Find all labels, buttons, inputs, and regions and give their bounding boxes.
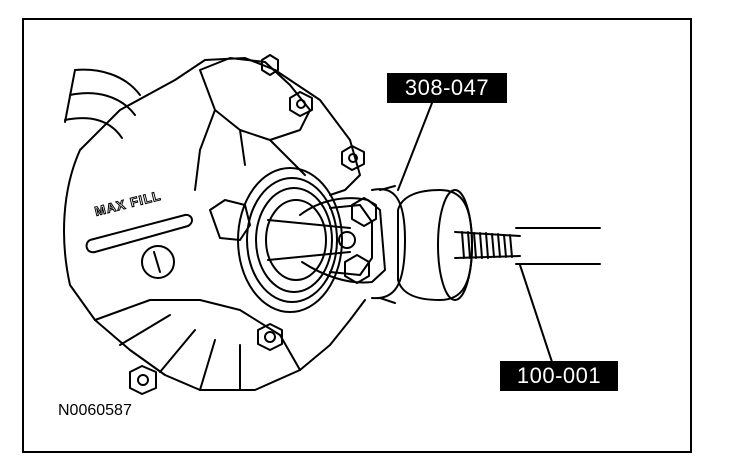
bolt-lower-2 bbox=[129, 365, 157, 395]
bolt-upper-3 bbox=[261, 54, 279, 76]
output-shaft bbox=[267, 219, 351, 261]
hammer-adapter bbox=[397, 189, 473, 301]
bolt-upper-1 bbox=[289, 91, 313, 117]
leader-hammer bbox=[519, 264, 553, 363]
callout-label-slide-hammer: 100-001 bbox=[500, 361, 618, 391]
housing-outline bbox=[63, 57, 366, 391]
figure-id: N0060587 bbox=[58, 402, 132, 419]
plug-circle bbox=[141, 245, 175, 279]
seal-bore-outer bbox=[237, 167, 343, 313]
bolt-lower-1 bbox=[257, 323, 283, 351]
callout-label-remover: 308-047 bbox=[387, 73, 507, 103]
bolt-upper-2 bbox=[341, 145, 365, 171]
rib-top bbox=[64, 68, 141, 139]
fill-level-slot bbox=[85, 213, 193, 254]
max-fill-text: MAX FILL bbox=[93, 188, 163, 219]
leader-remover bbox=[397, 102, 433, 191]
slide-hammer-tube bbox=[515, 227, 601, 265]
remover-jaws bbox=[299, 197, 386, 284]
